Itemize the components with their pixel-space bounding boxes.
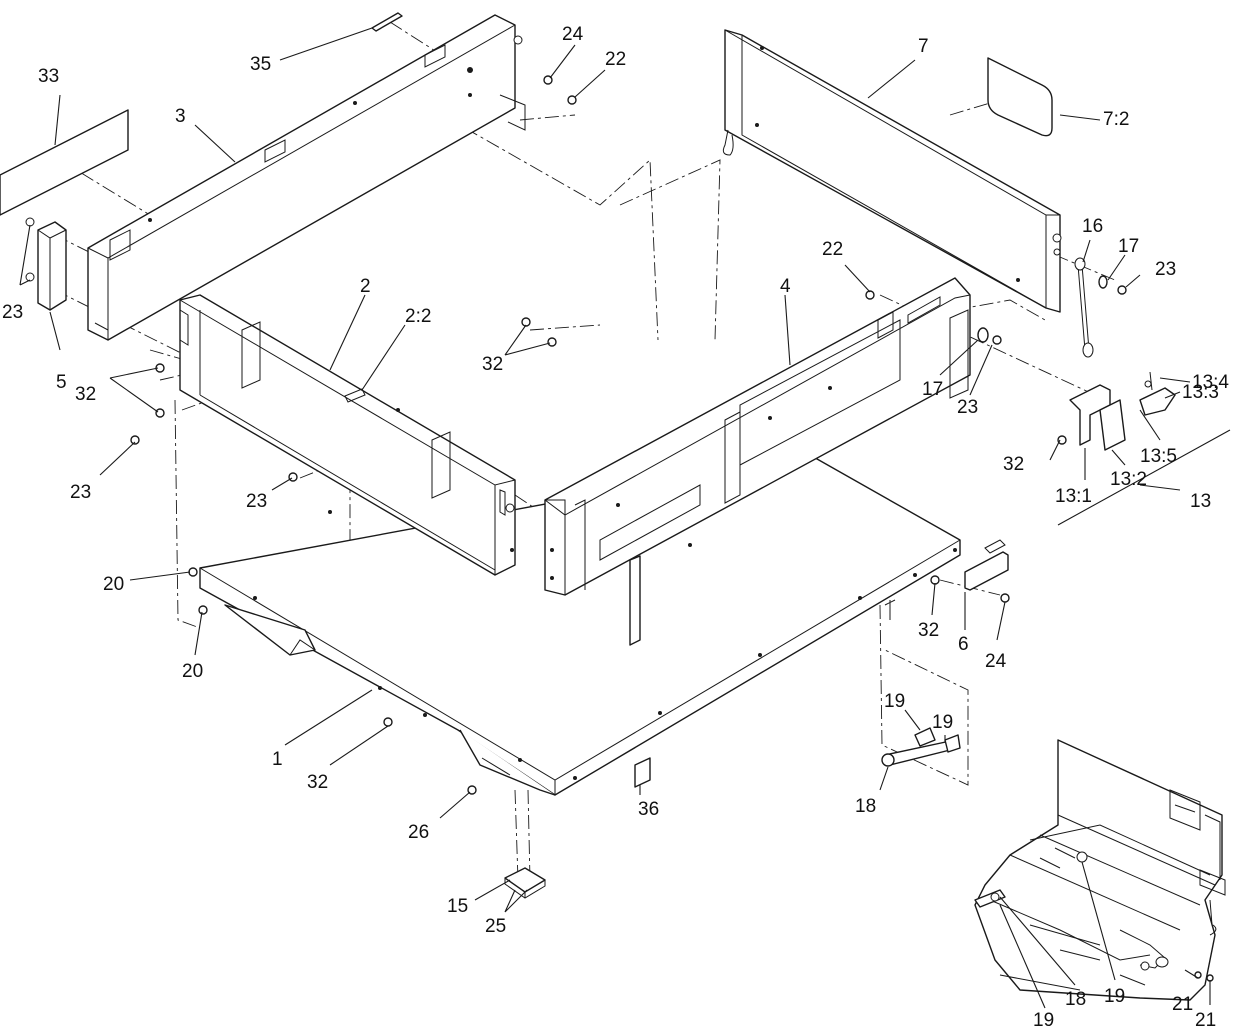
tailgate-decal <box>987 57 1053 137</box>
front-rail <box>179 294 516 576</box>
callout-23: 23 <box>246 491 267 512</box>
callout-13: 13 <box>1190 491 1211 512</box>
callout-19: 19 <box>1104 986 1125 1007</box>
callout-6: 6 <box>958 634 969 655</box>
bed-floor <box>199 454 961 796</box>
callout-32: 32 <box>75 384 96 405</box>
inset-detail-view <box>974 739 1226 1001</box>
callout-23: 23 <box>2 302 23 323</box>
callout-23: 23 <box>70 482 91 503</box>
callout-2-2: 2:2 <box>405 306 431 327</box>
callout-32: 32 <box>482 354 503 375</box>
callout-4: 4 <box>780 276 791 297</box>
callout-20: 20 <box>182 661 203 682</box>
clip-35 <box>371 12 403 32</box>
mount-bracket <box>504 867 546 899</box>
callout-22: 22 <box>822 239 843 260</box>
callout-32: 32 <box>918 620 939 641</box>
callout-26: 26 <box>408 822 429 843</box>
callout-24: 24 <box>562 24 584 45</box>
callout-18: 18 <box>1065 989 1086 1010</box>
callout-21: 21 <box>1195 1010 1216 1031</box>
callout-20: 20 <box>103 574 124 595</box>
callout-36: 36 <box>638 799 659 820</box>
callout-19: 19 <box>932 712 953 733</box>
left-side-rail <box>87 14 526 341</box>
callout-17: 17 <box>922 379 943 400</box>
callout-24: 24 <box>985 651 1007 672</box>
callout-2: 2 <box>360 276 371 297</box>
callout-7-2: 7:2 <box>1103 109 1129 130</box>
decal-panel <box>0 109 129 216</box>
callout-5: 5 <box>56 372 67 393</box>
corner-post <box>25 217 67 311</box>
callout-1: 1 <box>272 749 283 770</box>
latch-assembly <box>1057 371 1176 451</box>
callout-3: 3 <box>175 106 186 127</box>
callout-7: 7 <box>918 36 929 57</box>
callout-32: 32 <box>307 772 328 793</box>
callout-15: 15 <box>447 896 468 917</box>
callout-labels: 33 35 3 24 22 7 7:2 23 5 2 2:2 32 4 22 1… <box>2 24 1229 1031</box>
callout-32: 32 <box>1003 454 1024 475</box>
callout-23: 23 <box>957 397 978 418</box>
callout-33: 33 <box>38 66 59 87</box>
phantom-lines <box>54 21 1116 881</box>
right-side-rail <box>544 277 971 596</box>
callout-13-3: 13:3 <box>1182 382 1219 403</box>
washers-tailgate <box>977 275 1127 345</box>
tag-plate <box>634 757 651 788</box>
callout-35: 35 <box>250 54 271 75</box>
callout-21: 21 <box>1172 994 1193 1015</box>
callout-13-4: 13:4 <box>1192 372 1229 393</box>
filler-panel <box>629 555 641 646</box>
callout-13-1: 13:1 <box>1055 486 1092 507</box>
callout-25: 25 <box>485 916 506 937</box>
callout-16: 16 <box>1082 216 1103 237</box>
callout-13-2: 13:2 <box>1110 469 1147 490</box>
lanyard-cable <box>1074 257 1094 358</box>
callout-22: 22 <box>605 49 626 70</box>
callout-23: 23 <box>1155 259 1176 280</box>
callout-19: 19 <box>884 691 905 712</box>
callout-17: 17 <box>1118 236 1139 257</box>
leader-lines <box>19 27 1231 1009</box>
callout-13-5: 13:5 <box>1140 446 1177 467</box>
callout-18: 18 <box>855 796 876 817</box>
callout-19: 19 <box>1033 1010 1054 1031</box>
hinge-pin <box>881 727 961 767</box>
tailgate-panel <box>722 29 1062 313</box>
